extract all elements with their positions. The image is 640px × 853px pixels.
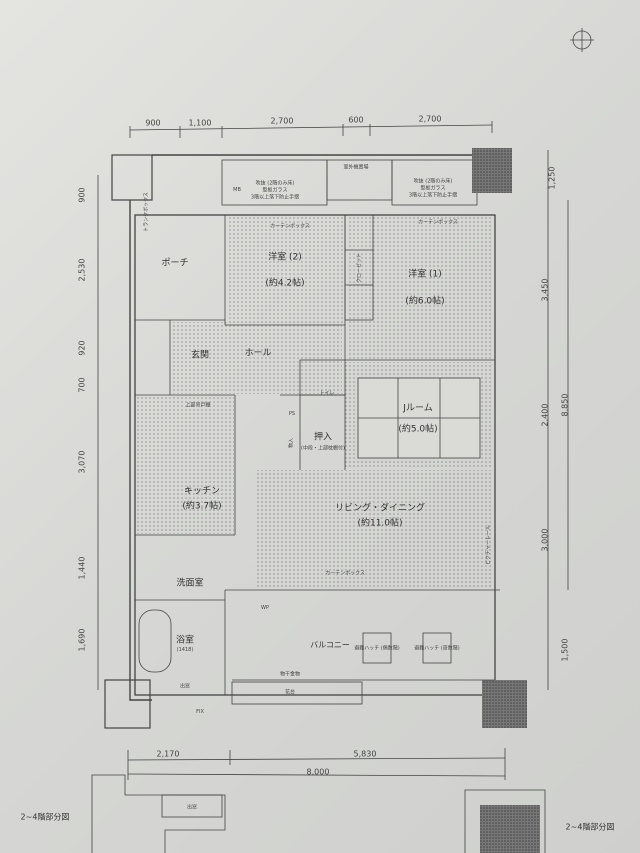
upper-cabinet-label: 上部吊戸棚: [185, 402, 211, 409]
closet-label: クローゼット: [356, 252, 363, 284]
room-washroom: 洗面室: [176, 578, 204, 589]
rail-label: 3階以上落下防止手摺: [250, 194, 300, 201]
room-entrance: 玄関: [190, 350, 210, 361]
room-western-2: 洋室 (2): [268, 252, 302, 263]
room-size: (1418): [176, 647, 194, 653]
picture-rail-label: ピクチャーレール: [485, 525, 492, 565]
wp-label: WP: [261, 605, 269, 611]
right-dimension: 2,400: [540, 403, 550, 427]
laundry-fixture-label: 物干金物: [279, 671, 301, 678]
bottom-total-dimension: 8,000: [306, 767, 330, 777]
room-balcony: バルコニー: [310, 640, 350, 650]
left-dimension: 1,690: [77, 628, 87, 652]
left-dimension: 1,440: [77, 556, 87, 580]
room-size: (約3.7帖): [182, 501, 222, 512]
trunk-box-label: トランクボックス: [143, 192, 150, 232]
right-dimension: 3,000: [540, 528, 550, 552]
room-size: (約4.2帖): [265, 278, 305, 289]
left-dimension: 700: [77, 377, 87, 393]
room-closet: 押入: [313, 432, 333, 443]
right-dimension: 1,250: [547, 166, 557, 190]
mb-label: MB: [233, 187, 241, 193]
room-jroom: Jルーム: [403, 403, 433, 414]
right-dimension: 1,500: [560, 638, 570, 662]
left-dimension: 920: [77, 340, 87, 356]
room-size: (約5.0帖): [398, 424, 438, 435]
room-toilet: トイレ: [319, 390, 335, 397]
ps-label: PS: [288, 411, 296, 417]
room-size: (約6.0帖): [405, 296, 445, 307]
room-western-1: 洋室 (1): [408, 269, 442, 280]
fix-label: FIX: [196, 709, 204, 715]
partial-plan-label: 2~4階部分図: [20, 812, 70, 822]
curtain-box-label: カーテンボックス: [418, 219, 458, 226]
left-dimension: 2,530: [77, 258, 87, 282]
hatch-odd-label: 避難ハッチ (奇数階): [414, 645, 460, 652]
partial-plan-label: 2~4階部分図: [565, 822, 615, 832]
hatch-even-label: 避難ハッチ (偶数階): [354, 645, 400, 652]
bottom-dimension: 5,830: [353, 749, 377, 759]
closet-note: (中段・上部枕棚付): [301, 445, 345, 452]
top-dimension: 600: [348, 115, 364, 125]
top-dimension: 2,700: [418, 114, 442, 124]
storage-label: 物入: [288, 437, 295, 449]
top-dimension: 2,700: [270, 116, 294, 126]
left-dimension: 900: [77, 187, 87, 203]
right-dimension: 3,450: [540, 278, 550, 302]
top-dimension: 1,100: [188, 118, 212, 128]
glass-label: 型板ガラス: [420, 185, 446, 192]
right-total-dimension: 8,850: [560, 393, 570, 417]
top-dimension: 900: [145, 118, 161, 128]
void-label: 吹抜 (2階のみ床): [413, 178, 453, 185]
room-living-dining: リビング・ダイニング: [334, 503, 426, 514]
bottom-dimension: 2,170: [156, 749, 180, 759]
planter-label: 花台: [284, 689, 296, 696]
curtain-box-label: カーテンボックス: [325, 570, 365, 577]
room-porch: ポーチ: [161, 258, 189, 269]
room-kitchen: キッチン: [183, 486, 221, 497]
curtain-box-label: カーテンボックス: [270, 223, 310, 230]
room-hall: ホール: [244, 348, 272, 359]
bay-window-label: 出窓: [179, 683, 191, 690]
glass-label: 型板ガラス: [262, 187, 288, 194]
void-label: 吹抜 (2階のみ床): [255, 180, 295, 187]
left-dimension: 3,070: [77, 450, 87, 474]
room-bath: 浴室: [175, 635, 195, 646]
ac-unit-label: 室外機置場: [343, 164, 369, 171]
room-size: (約11.0帖): [357, 518, 403, 529]
rail-label: 3階以上落下防止手摺: [408, 192, 458, 199]
bay-window-label: 出窓: [186, 804, 198, 811]
